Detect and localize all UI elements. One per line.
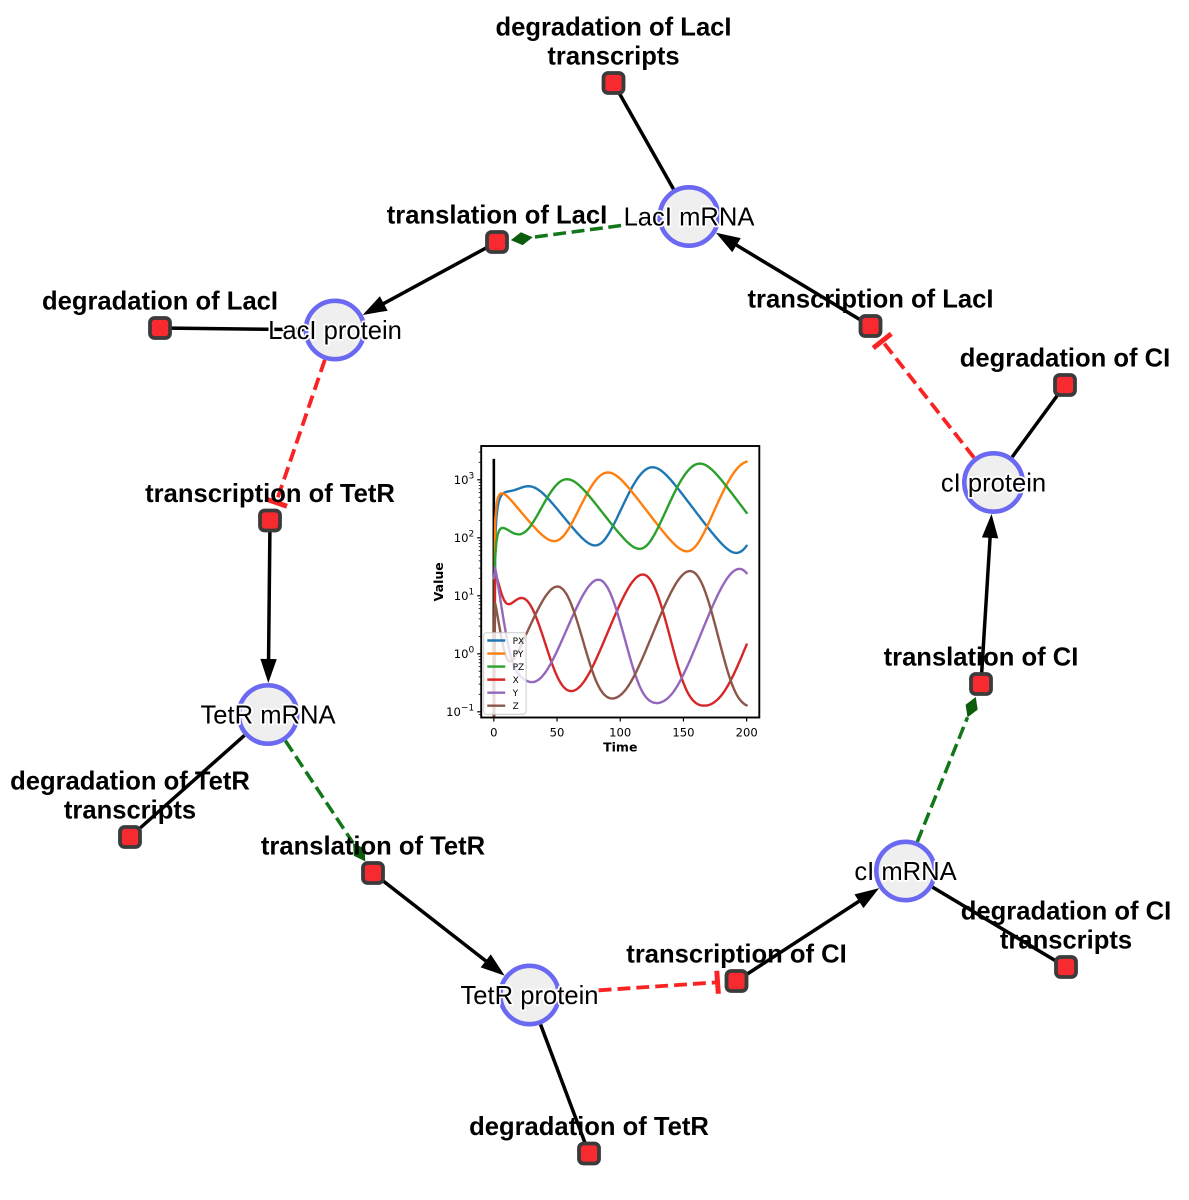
reaction-label-tx_laci-line0: transcription of LacI xyxy=(747,286,993,314)
species-node-tetr_mrna xyxy=(236,682,300,746)
species-label-ci_mrna: cI mRNA xyxy=(854,858,957,886)
diamond-head xyxy=(510,232,533,246)
y-tick-label: 102 xyxy=(454,530,475,545)
reaction-label-deg_ci_tx-line1: transcripts xyxy=(1000,927,1132,955)
y-tick-label: 103 xyxy=(454,472,475,487)
arrowhead xyxy=(981,513,999,539)
edge-layer xyxy=(128,82,1067,1155)
inset-x-axis-label: Time xyxy=(603,740,637,755)
arrowhead xyxy=(715,232,741,253)
reaction-node-transl_tetr xyxy=(361,861,385,885)
x-tick-label: 100 xyxy=(609,726,631,740)
edge-reactant-laci_mrna-deg_laci_tx xyxy=(611,82,676,190)
species-label-laci_mrna: LacI mRNA xyxy=(624,204,756,232)
curve-PZ xyxy=(492,462,748,718)
reaction-node-deg_laci xyxy=(148,316,172,340)
legend-label-PZ: PZ xyxy=(513,663,525,673)
reaction-node-deg_laci_tx xyxy=(601,71,626,95)
x-tick-label: 200 xyxy=(736,726,758,740)
y-tick-label: 10−1 xyxy=(446,704,474,719)
edge-product-transl_ci-ci_protein xyxy=(979,523,993,685)
edge-modifier-ci_mrna-transl_ci xyxy=(915,716,970,843)
axes-spines xyxy=(480,445,761,719)
reaction-label-deg_ci-line0: degradation of CI xyxy=(960,345,1170,373)
reaction-node-tx_ci xyxy=(724,969,749,993)
x-tick-label: 150 xyxy=(672,726,694,740)
edge-reactant-ci_protein-deg_ci xyxy=(1010,383,1067,459)
legend-label-PX: PX xyxy=(513,637,525,647)
reaction-label-transl_tetr-line0: translation of TetR xyxy=(261,833,485,861)
species-label-laci_protein: LacI protein xyxy=(268,317,402,345)
reaction-label-deg_tetr-line0: degradation of TetR xyxy=(469,1113,709,1141)
reaction-node-deg_tetr xyxy=(577,1141,601,1166)
reaction-node-deg_tetr_tx xyxy=(118,825,142,849)
reaction-label-transl_laci-line0: translation of LacI xyxy=(387,202,607,230)
edge-modifier-laci_mrna-transl_laci xyxy=(532,218,659,239)
reaction-label-tx_tetr-line0: transcription of TetR xyxy=(145,480,395,508)
legend-label-Y: Y xyxy=(512,689,519,699)
edge-product-transl_laci-laci_protein xyxy=(370,240,498,312)
curve-Y xyxy=(492,566,748,705)
diamond-head xyxy=(353,842,366,862)
edge-product-tx_laci-laci_mrna xyxy=(723,236,872,328)
legend-label-X: X xyxy=(513,676,519,686)
curve-X xyxy=(492,573,748,718)
arrowhead xyxy=(480,954,505,976)
reaction-node-deg_ci xyxy=(1053,373,1077,397)
edge-inhibition-tetr_protein-tx_ci xyxy=(560,980,718,995)
edge-reactant-ci_mrna-deg_ci_tx xyxy=(931,885,1067,969)
edge-inhibition-ci_protein-tx_laci xyxy=(880,339,976,459)
reaction-label-deg_tetr_tx-line0: degradation of TetR xyxy=(10,768,250,796)
species-node-tetr_protein xyxy=(497,963,561,1027)
edge-reactant-tetr_mrna-deg_tetr_tx xyxy=(128,734,246,839)
reaction-label-deg_laci-line0: degradation of LacI xyxy=(42,288,278,316)
diamond-head xyxy=(965,696,978,718)
inset-y-axis-label: Value xyxy=(431,562,446,601)
arrowhead xyxy=(260,658,277,684)
species-node-laci_protein xyxy=(303,298,367,362)
edge-product-tx_ci-ci_mrna xyxy=(735,892,872,983)
reaction-label-deg_tetr_tx-line1: transcripts xyxy=(64,797,196,825)
tee-head xyxy=(264,496,288,509)
reaction-label-deg_laci_tx-line0: degradation of LacI xyxy=(495,14,731,42)
reaction-node-transl_laci xyxy=(485,230,509,254)
x-tick-label: 0 xyxy=(490,726,497,740)
edge-modifier-tetr_mrna-transl_tetr xyxy=(283,739,355,844)
curve-Z xyxy=(492,569,748,718)
node-layer xyxy=(118,71,1078,1166)
reaction-label-deg_ci_tx-line0: degradation of CI xyxy=(961,898,1171,926)
species-label-tetr_mrna: TetR mRNA xyxy=(200,702,336,730)
reaction-node-transl_ci xyxy=(969,672,993,696)
edge-reactant-laci_protein-deg_laci xyxy=(159,326,304,332)
edge-reactant-tetr_protein-deg_tetr xyxy=(538,1023,591,1155)
reaction-node-tx_tetr xyxy=(258,508,282,533)
tee-head xyxy=(871,331,893,351)
edge-product-transl_tetr-tetr_protein xyxy=(371,871,498,971)
timecourse-inset-plot: 10−1 100 101 102 103 0 50 100 150 200 PX PY PZ XYZ xyxy=(446,445,761,740)
curve-PX xyxy=(492,466,748,718)
curve-PY xyxy=(492,460,748,718)
x-tick-label: 50 xyxy=(550,726,565,740)
arrowhead xyxy=(854,888,880,909)
reaction-label-tx_ci-line0: transcription of CI xyxy=(626,941,846,969)
legend-label-Z: Z xyxy=(513,702,519,712)
species-node-ci_mrna xyxy=(873,839,937,903)
species-node-laci_mrna xyxy=(657,185,721,249)
reaction-label-deg_laci_tx-line1: transcripts xyxy=(547,43,679,71)
legend-label-PY: PY xyxy=(513,650,524,660)
arrowhead xyxy=(362,296,388,315)
species-label-tetr_protein: TetR protein xyxy=(461,982,599,1010)
edge-product-tx_tetr-tetr_mrna xyxy=(266,520,272,674)
species-node-ci_protein xyxy=(961,450,1025,514)
reaction-node-deg_ci_tx xyxy=(1054,955,1078,979)
tee-head xyxy=(714,970,721,994)
species-label-ci_protein: cI protein xyxy=(941,470,1046,498)
edge-inhibition-laci_protein-tx_tetr xyxy=(274,359,327,504)
y-tick-label: 100 xyxy=(454,646,475,661)
y-tick-label: 101 xyxy=(454,588,475,603)
reaction-node-tx_laci xyxy=(858,314,883,338)
reaction-label-transl_ci-line0: translation of CI xyxy=(884,644,1079,672)
